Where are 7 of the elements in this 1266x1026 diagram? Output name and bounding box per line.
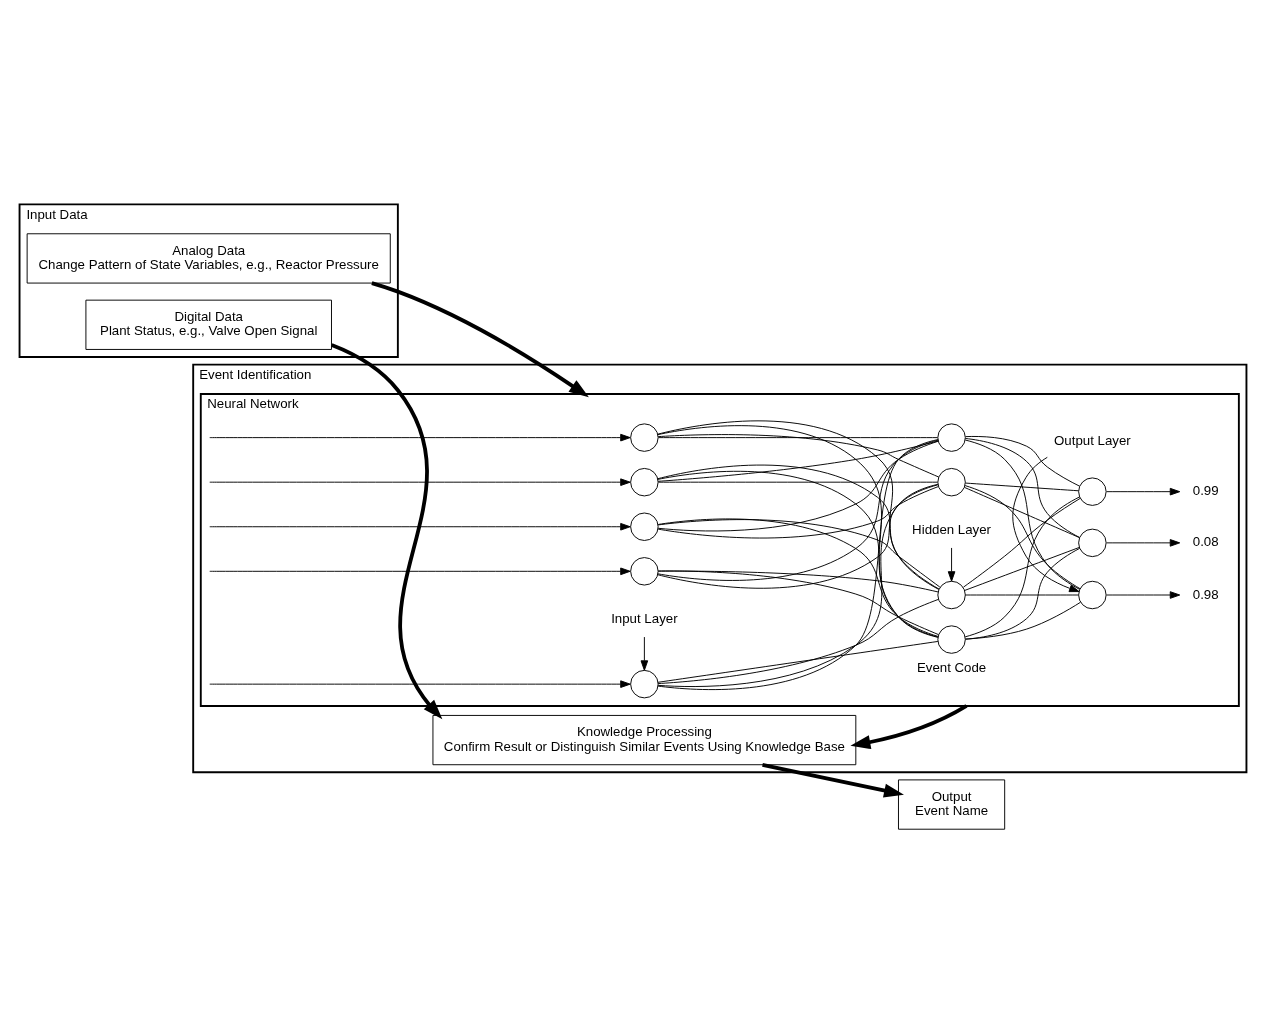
node-text: 0.98 bbox=[1192, 586, 1219, 602]
node-text: Input Layer bbox=[611, 611, 678, 627]
node-text: Output Layer bbox=[1054, 432, 1131, 448]
node-text: 0.99 bbox=[1192, 483, 1219, 499]
node-text: Hidden Layer bbox=[912, 522, 992, 538]
edge-label: Event Code bbox=[916, 660, 987, 675]
node-text: 0.08 bbox=[1192, 534, 1219, 550]
